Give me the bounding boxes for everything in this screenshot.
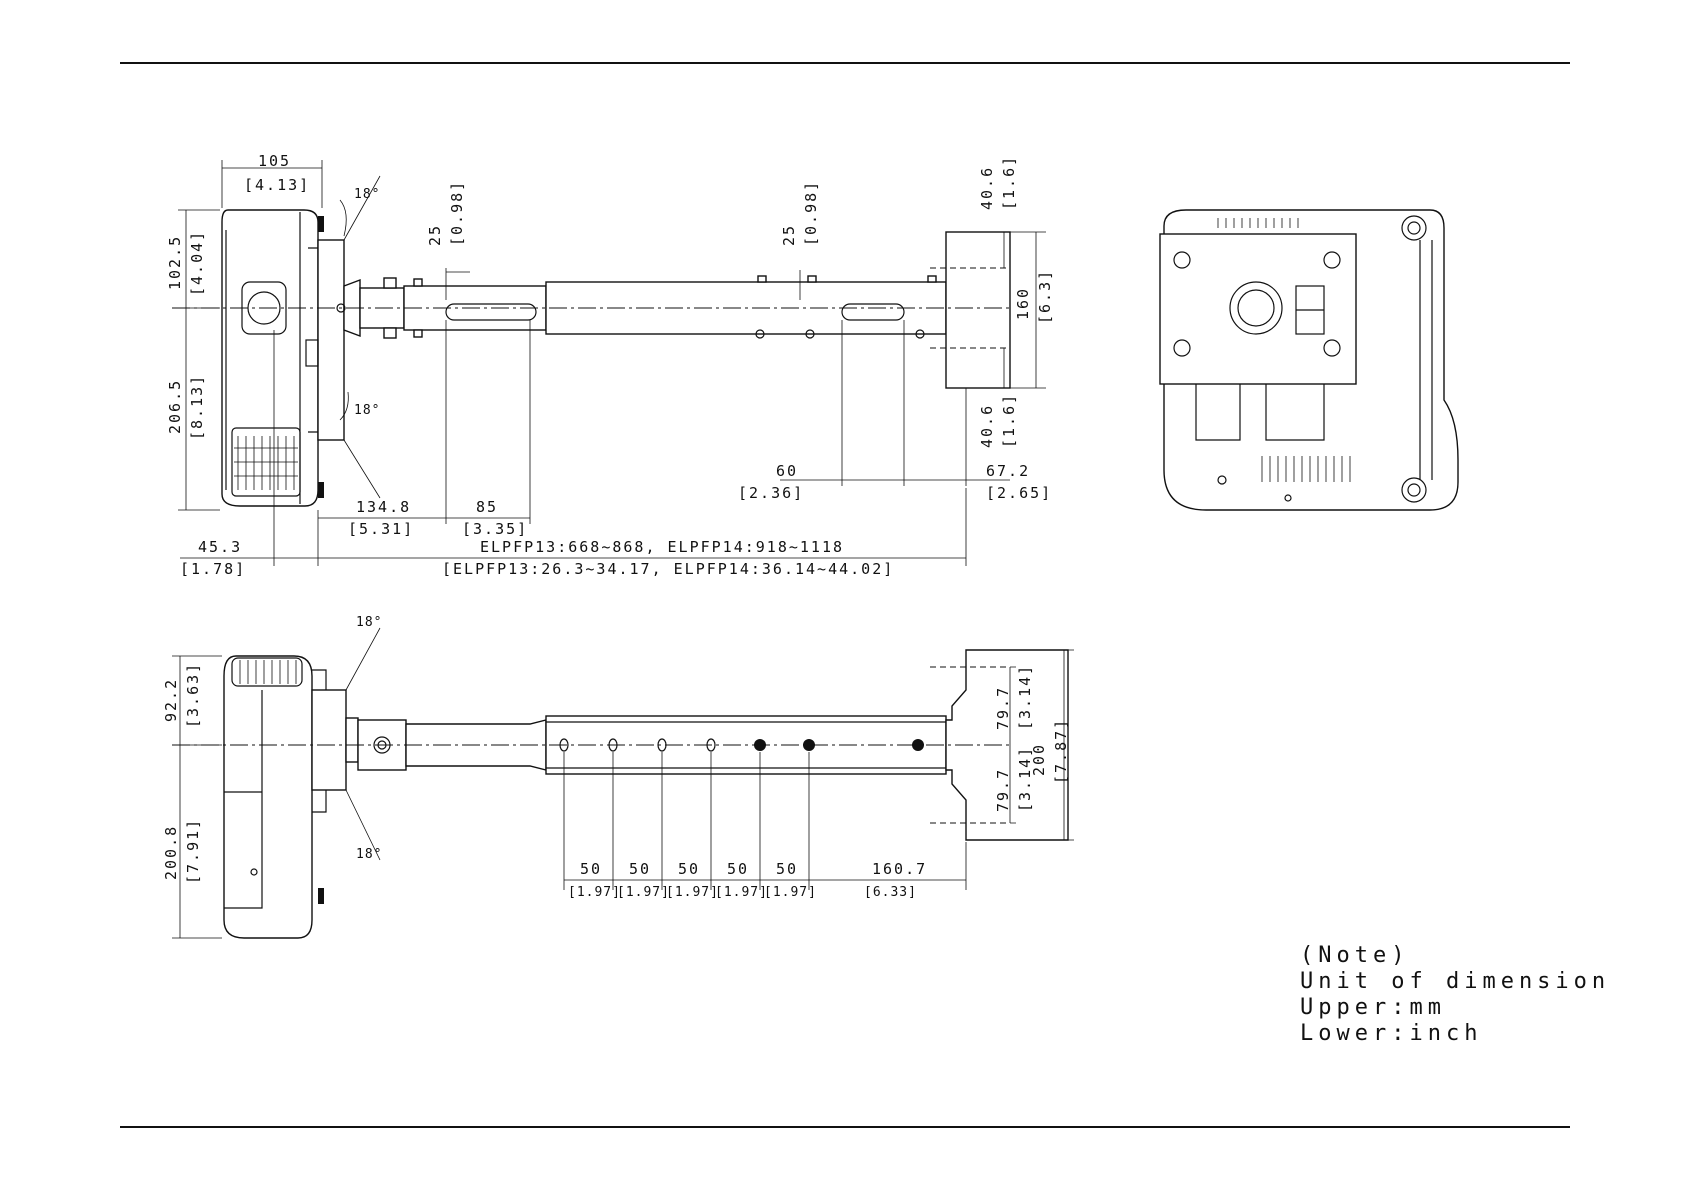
svg-text:[4.04]: [4.04] xyxy=(188,230,206,296)
dim-1348-in: [5.31] xyxy=(348,520,414,538)
svg-text:[1.6]: [1.6] xyxy=(1000,393,1018,448)
dim-1607-in: [6.33] xyxy=(864,885,917,900)
dim-206: 206.5 [8.13] xyxy=(166,374,206,440)
svg-text:50: 50 xyxy=(678,860,700,878)
svg-text:[1.97]: [1.97] xyxy=(568,885,621,900)
dim-922: 92.2 [3.63] xyxy=(162,662,202,728)
angle-top-label: 18° xyxy=(354,187,380,202)
dim-1607: 160.7 xyxy=(872,860,927,878)
dim-453-in: [1.78] xyxy=(180,560,246,578)
svg-text:206.5: 206.5 xyxy=(166,379,184,434)
svg-text:40.6: 40.6 xyxy=(978,166,996,210)
dim-453: 45.3 xyxy=(198,538,242,556)
svg-text:160: 160 xyxy=(1014,287,1032,320)
svg-text:[1.6]: [1.6] xyxy=(1000,155,1018,210)
svg-text:[1.97]: [1.97] xyxy=(617,885,670,900)
svg-text:50: 50 xyxy=(727,860,749,878)
underside-mount-plate xyxy=(1159,233,1357,385)
note-line-3: Upper:mm xyxy=(1300,995,1446,1020)
mount-plate-top xyxy=(317,239,345,441)
svg-text:[6.3]: [6.3] xyxy=(1036,269,1054,324)
svg-text:[3.14]: [3.14] xyxy=(1016,664,1034,730)
svg-text:[3.63]: [3.63] xyxy=(184,662,202,728)
dim-range-in: [ELPFP13:26.3~34.17, ELPFP14:36.14~44.02… xyxy=(442,560,894,578)
angle-top-side: 18° xyxy=(356,615,382,630)
vent-grille-top xyxy=(231,427,301,497)
svg-text:50: 50 xyxy=(776,860,798,878)
dim-25a: 25 [0.98] xyxy=(426,180,466,246)
unit-note: (Note) Unit of dimension Upper:mm Lower:… xyxy=(1300,943,1610,1046)
bottom-view xyxy=(1159,209,1459,511)
dim-60-in: [2.36] xyxy=(738,484,804,502)
svg-text:[8.13]: [8.13] xyxy=(188,374,206,440)
svg-text:[1.97]: [1.97] xyxy=(666,885,719,900)
svg-text:79.7: 79.7 xyxy=(994,768,1012,812)
dim-range-mm: ELPFP13:668~868, ELPFP14:918~1118 xyxy=(480,538,844,556)
dim-406a: 40.6 [1.6] xyxy=(978,155,1018,210)
angle-bot-label: 18° xyxy=(354,403,380,418)
projector-body-top xyxy=(221,209,319,507)
svg-text:[0.98]: [0.98] xyxy=(448,180,466,246)
dim-672: 67.2 xyxy=(986,462,1030,480)
dim-2008: 200.8 [7.91] xyxy=(162,818,202,884)
note-line-4: Lower:inch xyxy=(1300,1021,1482,1046)
note-line-1: (Note) xyxy=(1300,943,1409,968)
svg-text:50: 50 xyxy=(629,860,651,878)
svg-text:[1.97]: [1.97] xyxy=(715,885,768,900)
pitch-dims: 50 50 50 50 50 [1.97] [1.97] [1.97] [1.9… xyxy=(568,860,817,900)
dim-1348: 134.8 xyxy=(356,498,411,516)
dim-85-in: [3.35] xyxy=(462,520,528,538)
dim-200: 200 [7.87] xyxy=(1030,718,1070,784)
svg-text:[7.91]: [7.91] xyxy=(184,818,202,884)
angle-bot-side: 18° xyxy=(356,847,382,862)
dim-105-in: [4.13] xyxy=(244,176,310,194)
underside-vents xyxy=(1217,218,1351,482)
dim-85: 85 xyxy=(476,498,498,516)
dim-102: 102.5 [4.04] xyxy=(166,230,206,296)
svg-text:102.5: 102.5 xyxy=(166,235,184,290)
dim-60: 60 xyxy=(776,462,798,480)
projector-body-side xyxy=(223,655,313,939)
dim-25b: 25 [0.98] xyxy=(780,180,820,246)
note-line-2: Unit of dimension xyxy=(1300,969,1610,994)
svg-text:[3.14]: [3.14] xyxy=(1016,746,1034,812)
svg-text:25: 25 xyxy=(780,224,798,246)
side-view: 18° 18° 92.2 [3.63] 200.8 [7.91] 79.7 [3… xyxy=(162,615,1074,939)
dim-797b: 79.7 [3.14] xyxy=(994,746,1034,812)
dim-160: 160 [6.3] xyxy=(1014,269,1054,324)
svg-text:[7.87]: [7.87] xyxy=(1052,718,1070,784)
top-view: 18° 18° 105 [4.13] 102.5 [4.04] 206.5 [8… xyxy=(166,152,1054,578)
svg-text:200.8: 200.8 xyxy=(162,825,180,880)
svg-text:[0.98]: [0.98] xyxy=(802,180,820,246)
svg-text:92.2: 92.2 xyxy=(162,678,180,722)
svg-text:79.7: 79.7 xyxy=(994,686,1012,730)
svg-text:50: 50 xyxy=(580,860,602,878)
mount-plate-side xyxy=(311,689,347,791)
dim-672-in: [2.65] xyxy=(986,484,1052,502)
slot-2 xyxy=(841,303,905,321)
slot-1 xyxy=(445,303,537,321)
svg-text:200: 200 xyxy=(1030,743,1048,776)
svg-text:[1.97]: [1.97] xyxy=(764,885,817,900)
dim-797a: 79.7 [3.14] xyxy=(994,664,1034,730)
ceiling-plate-top xyxy=(945,231,1011,389)
vent-grille-side xyxy=(231,657,303,687)
dim-105: 105 xyxy=(258,152,291,170)
svg-text:25: 25 xyxy=(426,224,444,246)
dim-406b: 40.6 [1.6] xyxy=(978,393,1018,448)
svg-text:40.6: 40.6 xyxy=(978,404,996,448)
underside-hub xyxy=(1229,281,1283,335)
